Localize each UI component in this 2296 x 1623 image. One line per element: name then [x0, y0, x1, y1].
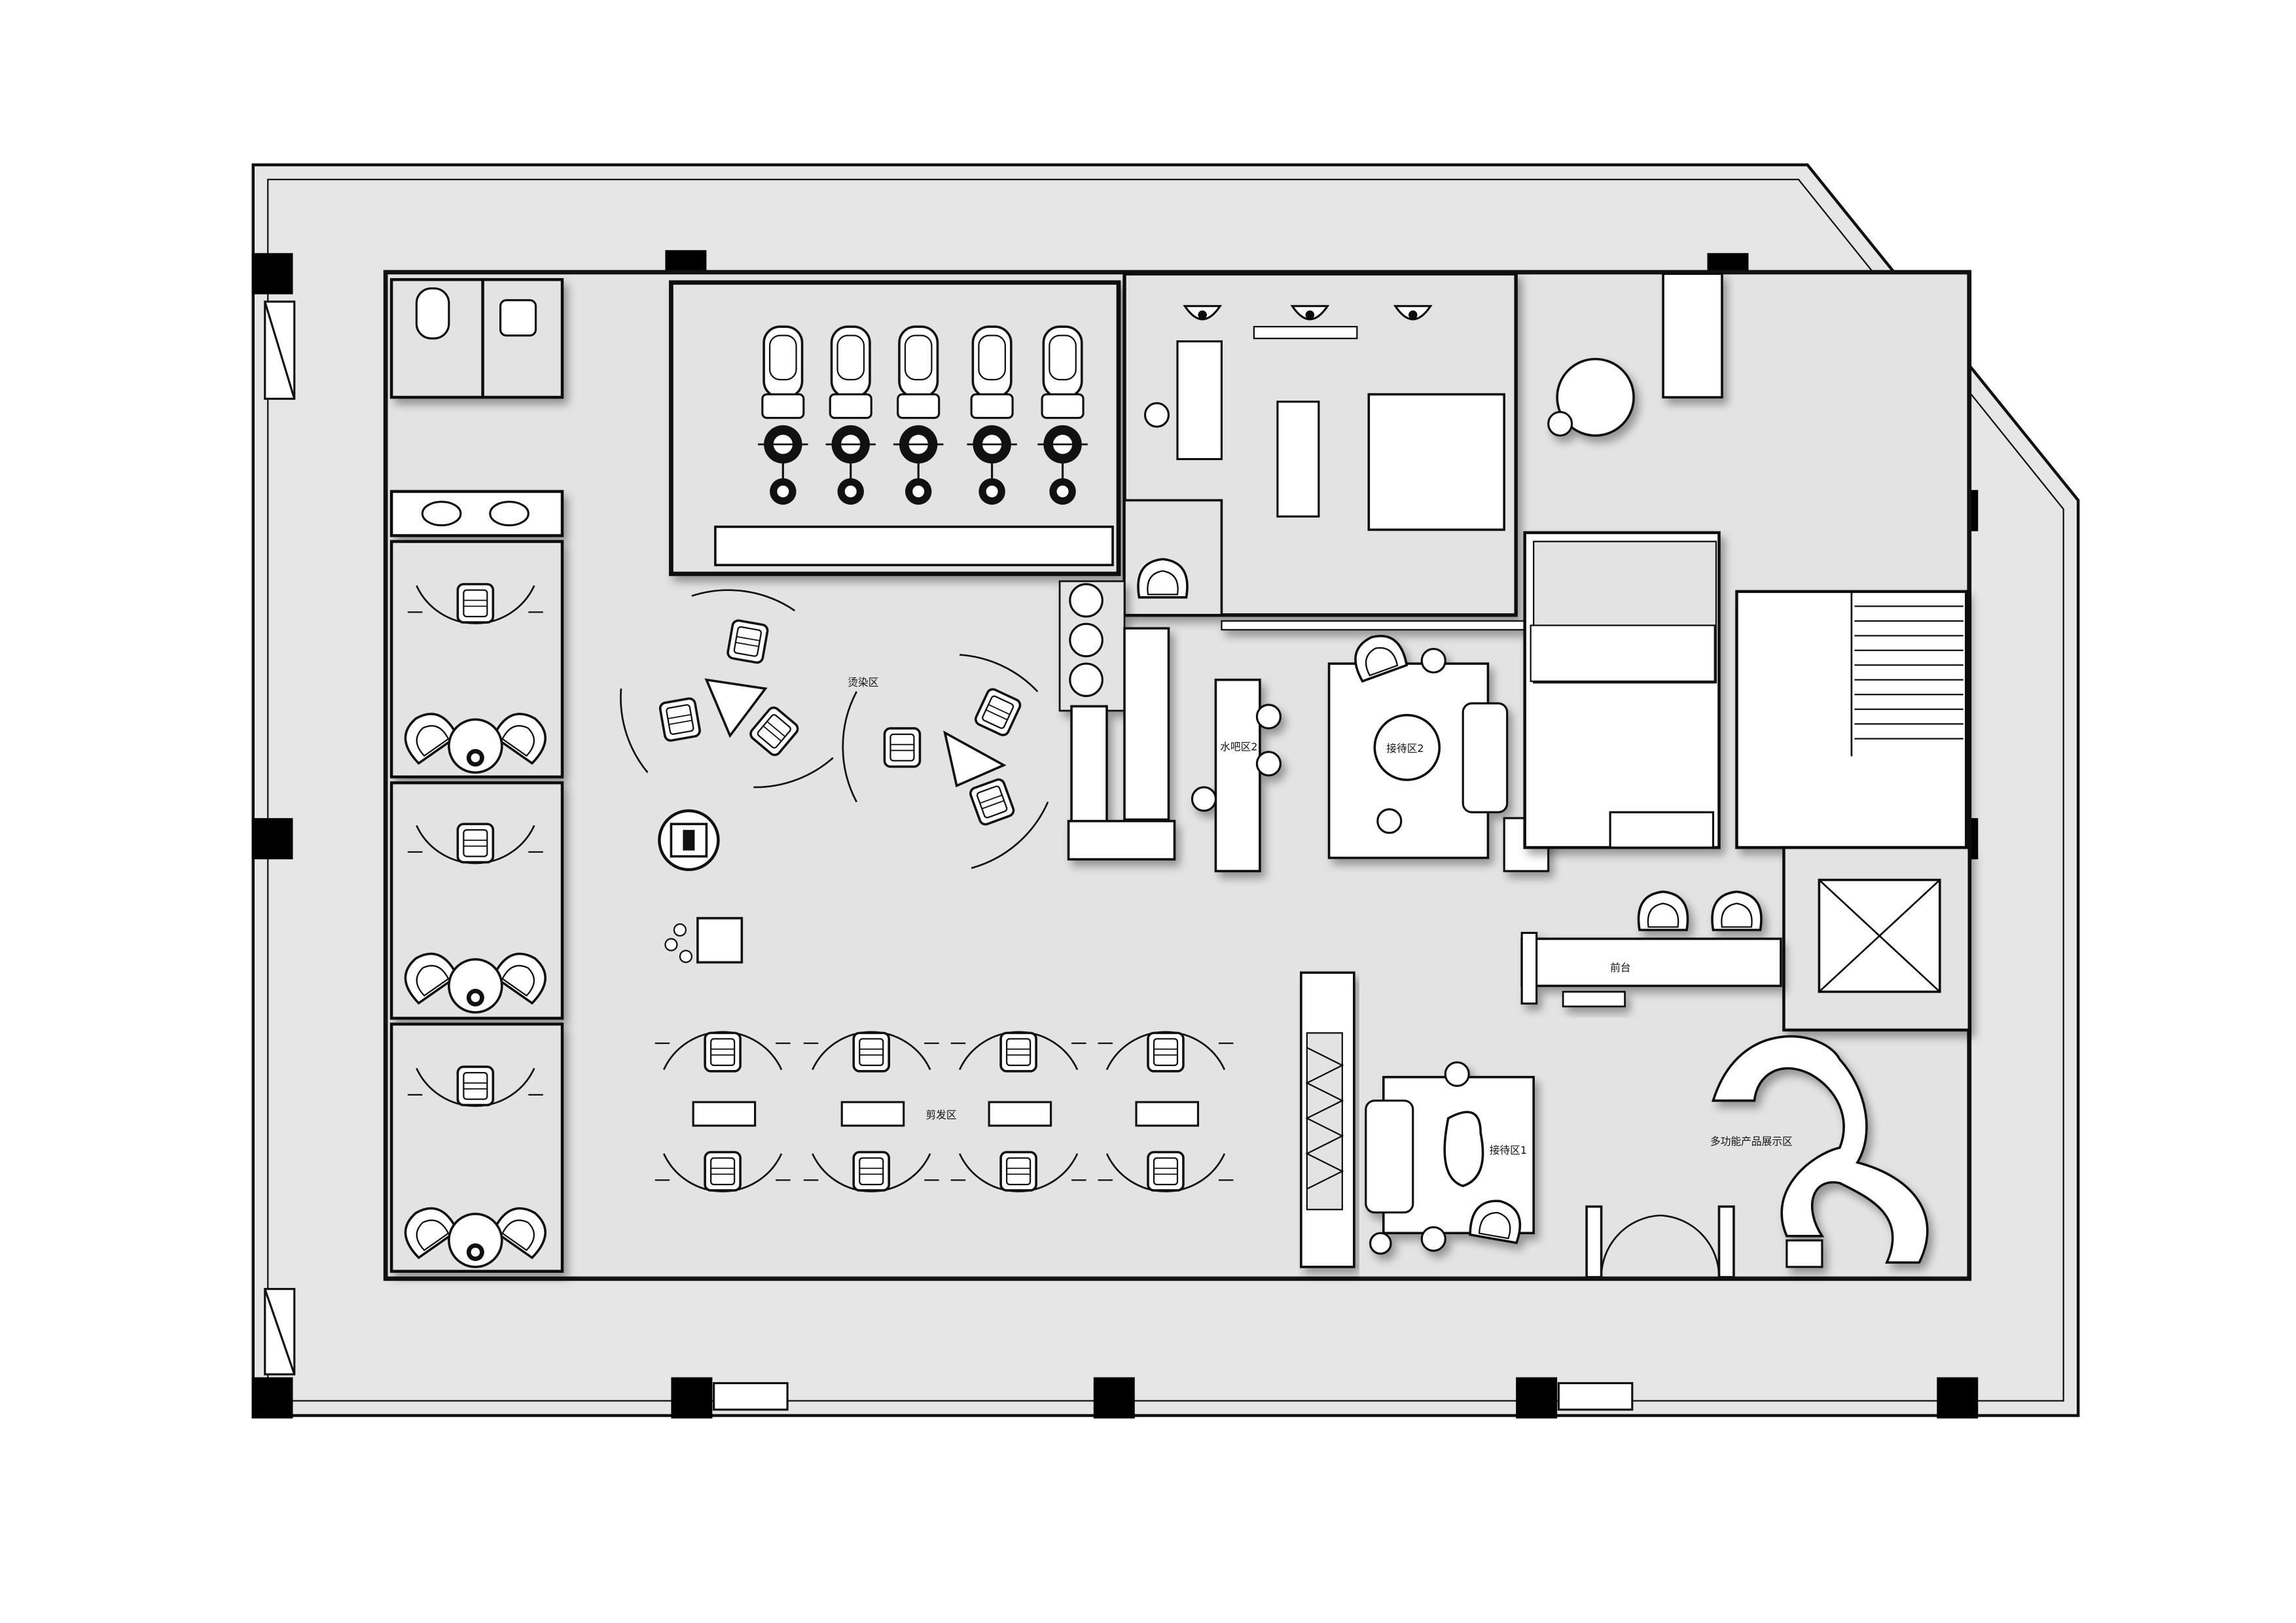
haircut-area-seats	[654, 1031, 1234, 1192]
shampoo-room	[669, 280, 1121, 577]
label-reception-1: 接待区1	[1490, 1144, 1527, 1156]
stair-treads	[1854, 605, 1964, 740]
staff-room	[1122, 272, 1635, 617]
product-display	[1712, 1035, 1929, 1268]
label-reception-2: 接待区2	[1386, 742, 1424, 755]
stair-core	[1523, 272, 1971, 1032]
perm-area-seats	[620, 589, 1049, 964]
entrance-doors	[1585, 1205, 1735, 1279]
label-perm-area: 烫染区	[848, 676, 878, 688]
label-front-desk: 前台	[1610, 961, 1630, 974]
display-shelf	[1300, 971, 1355, 1268]
label-bar-area: 水吧区2	[1220, 741, 1257, 753]
reception-2	[1221, 620, 1550, 872]
front-desk	[1520, 890, 1782, 1008]
bar-area	[1058, 580, 1282, 872]
structural-columns	[251, 250, 1979, 1419]
label-haircut-area: 剪发区	[925, 1109, 956, 1121]
reception-1	[1365, 1061, 1535, 1255]
label-product-display: 多功能产品展示区	[1710, 1135, 1793, 1147]
area-labels: 烫染区 水吧区2 接待区2 前台 剪发区 接待区1 多功能产品展示区	[848, 676, 1793, 1156]
